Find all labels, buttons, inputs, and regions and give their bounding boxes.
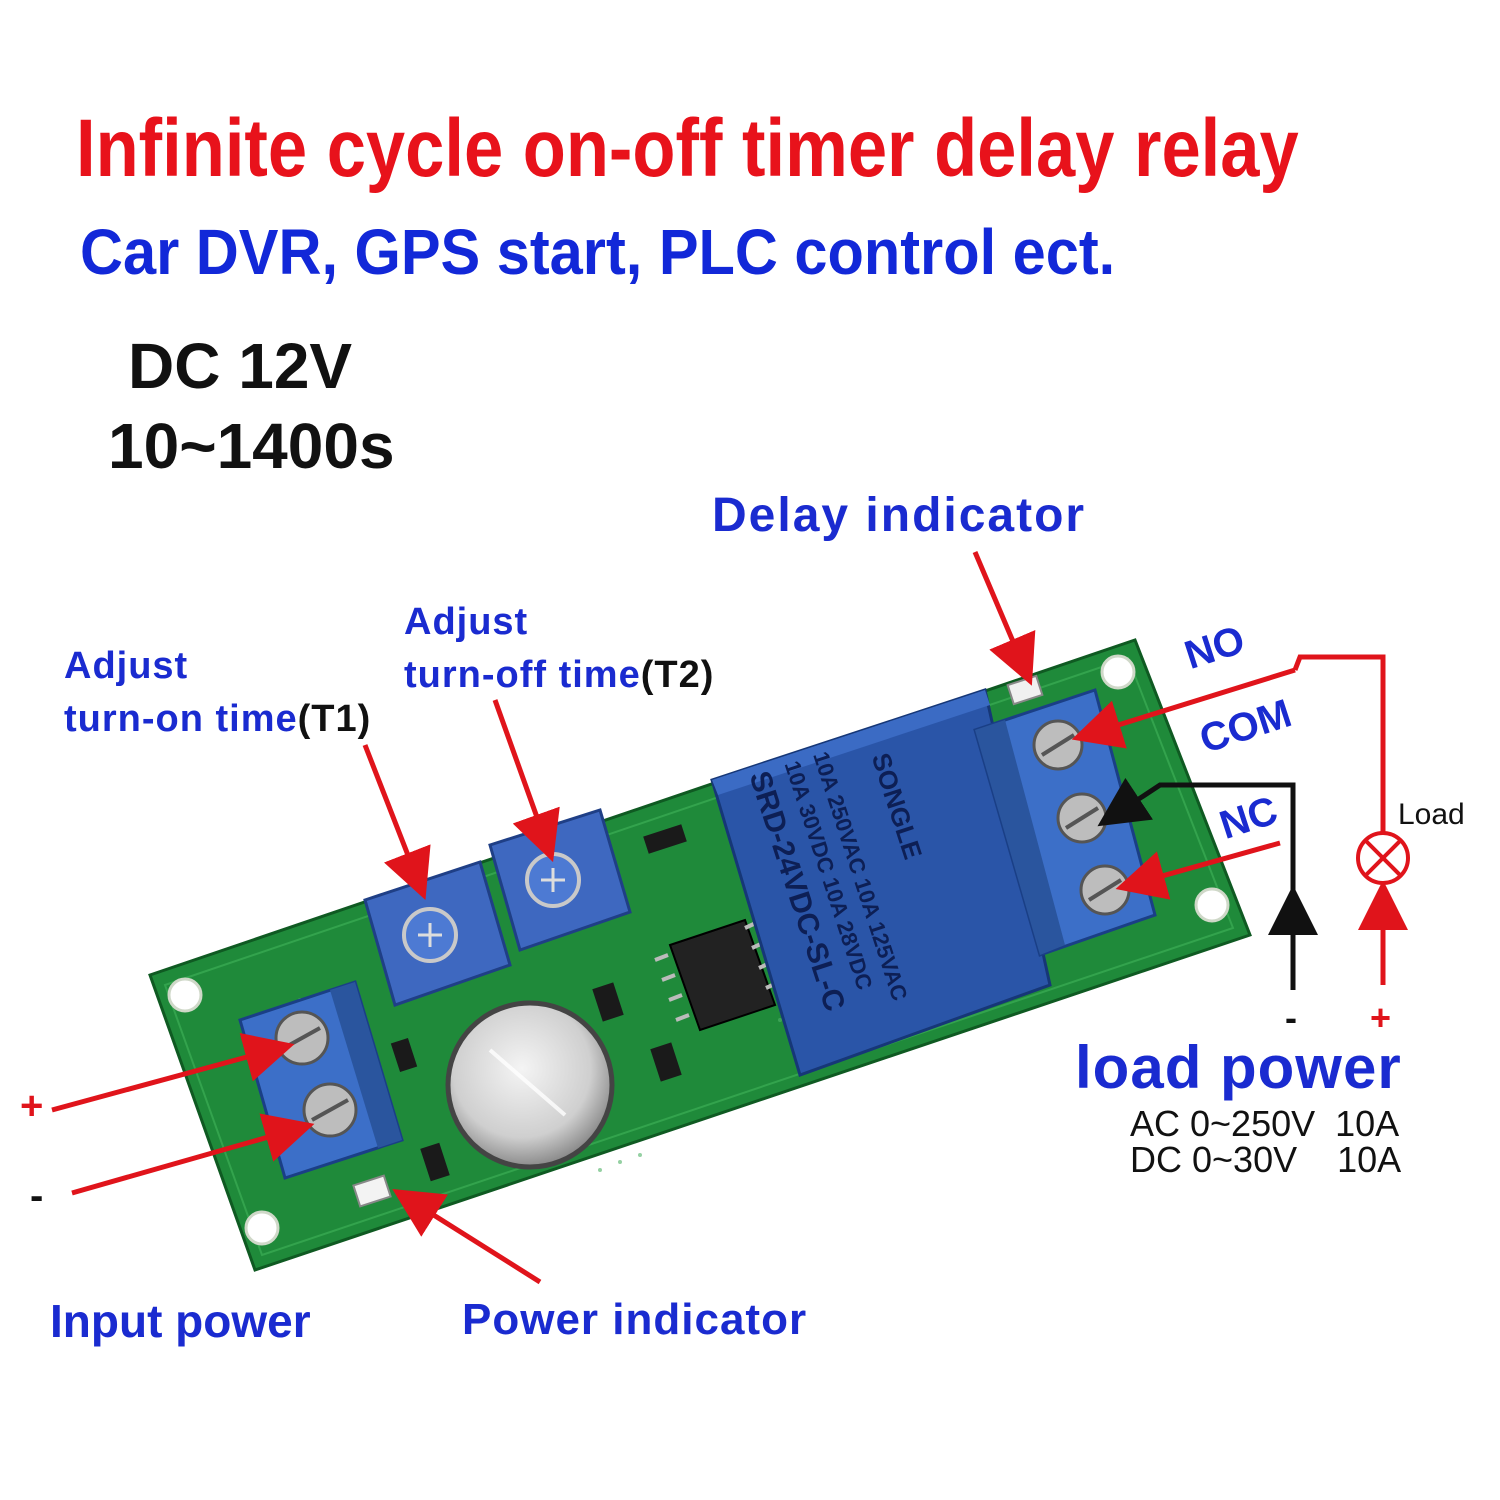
mount-hole-icon <box>1194 887 1230 923</box>
label-delay-indicator: Delay indicator <box>712 489 1087 542</box>
power-led-icon <box>352 1174 392 1208</box>
arrow-t2 <box>492 699 560 863</box>
turn-off-time-text: turn-off time <box>404 654 641 696</box>
relay <box>710 688 1052 1077</box>
wire-no-to-load <box>1292 654 1386 835</box>
spec-voltage: DC 12V <box>128 330 353 402</box>
arrow-t1 <box>362 744 431 900</box>
spec-time-range: 10~1400s <box>108 410 395 482</box>
mount-hole-icon <box>244 1210 280 1246</box>
arrow-delay-indicator <box>972 551 1036 686</box>
turn-on-time-text: turn-on time <box>64 698 298 740</box>
mount-hole-icon <box>1100 654 1136 690</box>
arrow-plus-input <box>51 1033 295 1113</box>
arrow-power-indicator <box>392 1189 542 1285</box>
label-adjust-t2: Adjust <box>404 601 529 643</box>
label-input-minus: - <box>30 1174 44 1218</box>
page-subtitle: Car DVR, GPS start, PLC control ect. <box>80 216 1116 288</box>
label-input-power: Input power <box>50 1295 311 1347</box>
ic-chip <box>654 918 780 1032</box>
t2-text: (T2) <box>640 654 715 696</box>
label-ac-rating: AC 0~250V 10A <box>1130 1103 1400 1144</box>
arrow-minus-input <box>71 1113 315 1196</box>
mount-hole-icon <box>167 977 203 1013</box>
label-dc-rating: DC 0~30V 10A <box>1130 1139 1402 1180</box>
label-load-power: load power <box>1075 1034 1402 1101</box>
t1-text: (T1) <box>297 698 372 740</box>
arrow-nc <box>1115 840 1281 900</box>
label-load: Load <box>1398 798 1465 831</box>
smd-components <box>390 824 687 1182</box>
label-adjust-t1: Adjust <box>64 645 189 687</box>
label-load-plus: + <box>1370 997 1392 1038</box>
label-power-indicator: Power indicator <box>462 1295 808 1344</box>
page-title: Infinite cycle on-off timer delay relay <box>76 103 1299 194</box>
label-load-minus: - <box>1285 997 1297 1038</box>
load-lamp-icon <box>1356 831 1410 885</box>
label-turn-on-time: turn-on time(T1) <box>64 700 371 738</box>
label-turn-off-time: turn-off time(T2) <box>404 656 714 694</box>
arrow-no <box>1071 667 1296 749</box>
capacitor <box>445 1000 615 1170</box>
label-input-plus: + <box>20 1084 44 1128</box>
